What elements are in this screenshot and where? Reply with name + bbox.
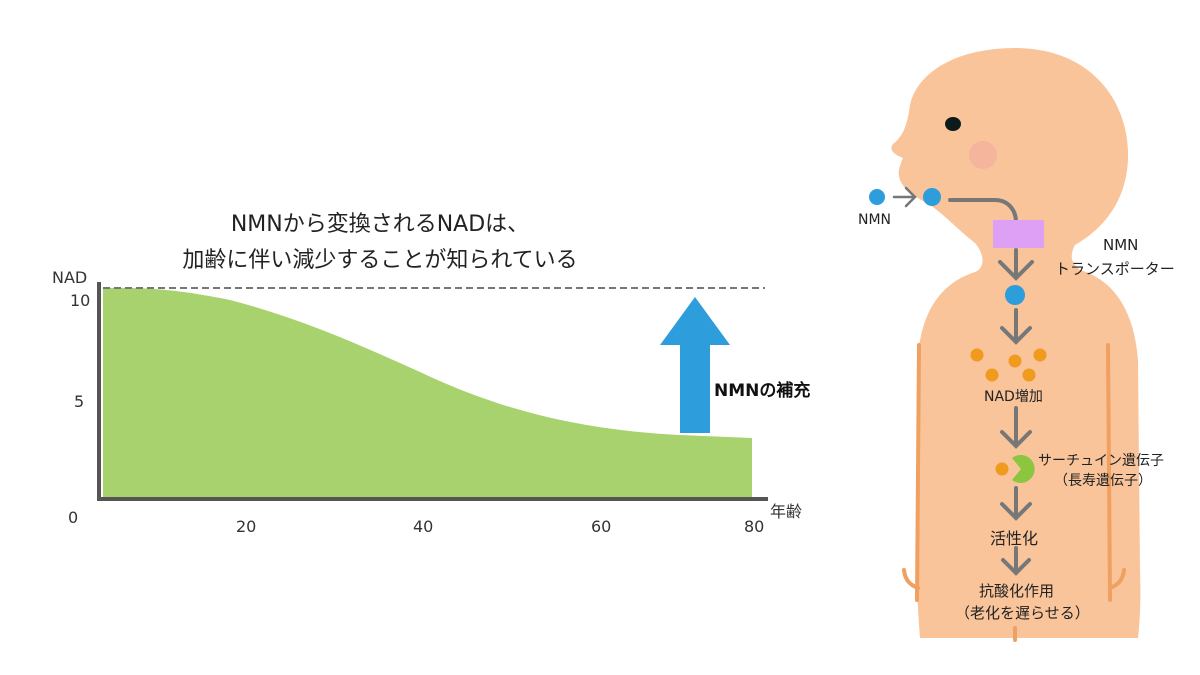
nad-area xyxy=(103,287,752,497)
arrow-down-4-icon xyxy=(1000,486,1032,521)
arrow-down-3-icon xyxy=(1000,406,1032,449)
nmn-molecule-absorbed xyxy=(1005,285,1025,305)
nmn-transporter xyxy=(993,220,1044,248)
nad-molecule-binding xyxy=(995,462,1009,476)
left-arm-line xyxy=(902,343,921,602)
x-axis-label: 年齢 xyxy=(770,502,803,521)
x-tick-20: 20 xyxy=(236,517,257,536)
transporter-label-line1: NMN xyxy=(1103,236,1139,254)
up-arrow-icon xyxy=(660,297,730,433)
nmn-path-curve xyxy=(948,198,1018,224)
supplement-label: NMNの補充 xyxy=(714,381,811,401)
sirtuin-gene-icon xyxy=(1012,455,1035,483)
chart-title-line2: 加齢に伴い減少することが知られている xyxy=(182,248,578,273)
arrow-down-5-icon xyxy=(1001,546,1031,576)
transporter-label-line2: トランスポーター xyxy=(1055,260,1175,278)
eye-icon xyxy=(945,117,961,131)
y-tick-10: 10 xyxy=(70,291,91,310)
antioxidant-label-line1: 抗酸化作用 xyxy=(979,582,1055,600)
arrow-into-mouth-icon xyxy=(892,186,917,208)
right-arm-line xyxy=(1106,343,1126,602)
antioxidant-label-line2: （老化を遅らせる） xyxy=(955,604,1090,622)
arrow-down-2-icon xyxy=(1000,308,1032,345)
x-tick-40: 40 xyxy=(413,517,434,536)
x-tick-80: 80 xyxy=(744,517,765,536)
nmn-molecule-outside xyxy=(869,189,885,205)
nmn-label: NMN xyxy=(858,212,892,228)
y-tick-0: 0 xyxy=(68,508,79,527)
nad-increase-label: NAD増加 xyxy=(984,389,1043,405)
y-axis-label: NAD xyxy=(52,268,88,287)
nad-molecules xyxy=(970,348,1047,382)
x-tick-60: 60 xyxy=(591,517,612,536)
y-tick-5: 5 xyxy=(74,392,85,411)
cheek-blush xyxy=(969,141,997,169)
sirtuin-label-line1: サーチュイン遺伝子 xyxy=(1038,453,1164,469)
chart-title-line1: NMNから変換されるNADは、 xyxy=(230,212,530,237)
sirtuin-label-line2: （長寿遺伝子） xyxy=(1054,473,1152,489)
activation-label: 活性化 xyxy=(990,529,1039,548)
arrow-down-1-icon xyxy=(998,248,1034,281)
nmn-molecule-mouth xyxy=(923,188,941,206)
